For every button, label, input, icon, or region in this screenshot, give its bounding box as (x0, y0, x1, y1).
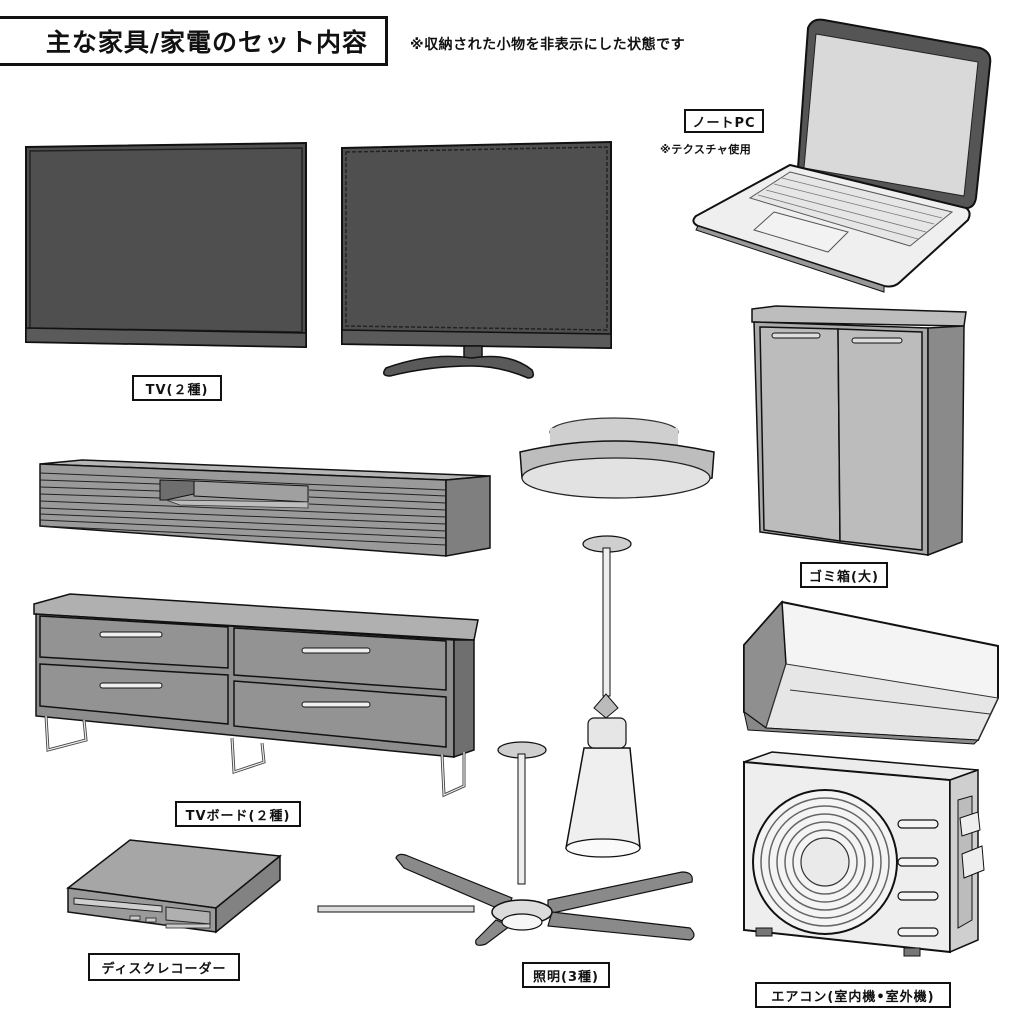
laptop-texture-note: ※テクスチャ使用 (660, 143, 752, 156)
tv-board-label: TVボード(２種) (175, 801, 301, 827)
trash-bin-label: ゴミ箱(大) (800, 562, 888, 588)
laptop-label: ノートPC (684, 109, 764, 133)
disc-recorder-label: ディスクレコーダー (88, 953, 240, 981)
lighting-label: 照明(3種) (522, 962, 610, 988)
air-conditioner-label: エアコン(室内機•室外機) (755, 982, 951, 1008)
hidden-items-note: ※収納された小物を非表示にした状態です (410, 37, 686, 53)
page-title: 主な家具/家電のセット内容 (0, 16, 388, 66)
tv-label: TV(２種) (132, 375, 222, 401)
